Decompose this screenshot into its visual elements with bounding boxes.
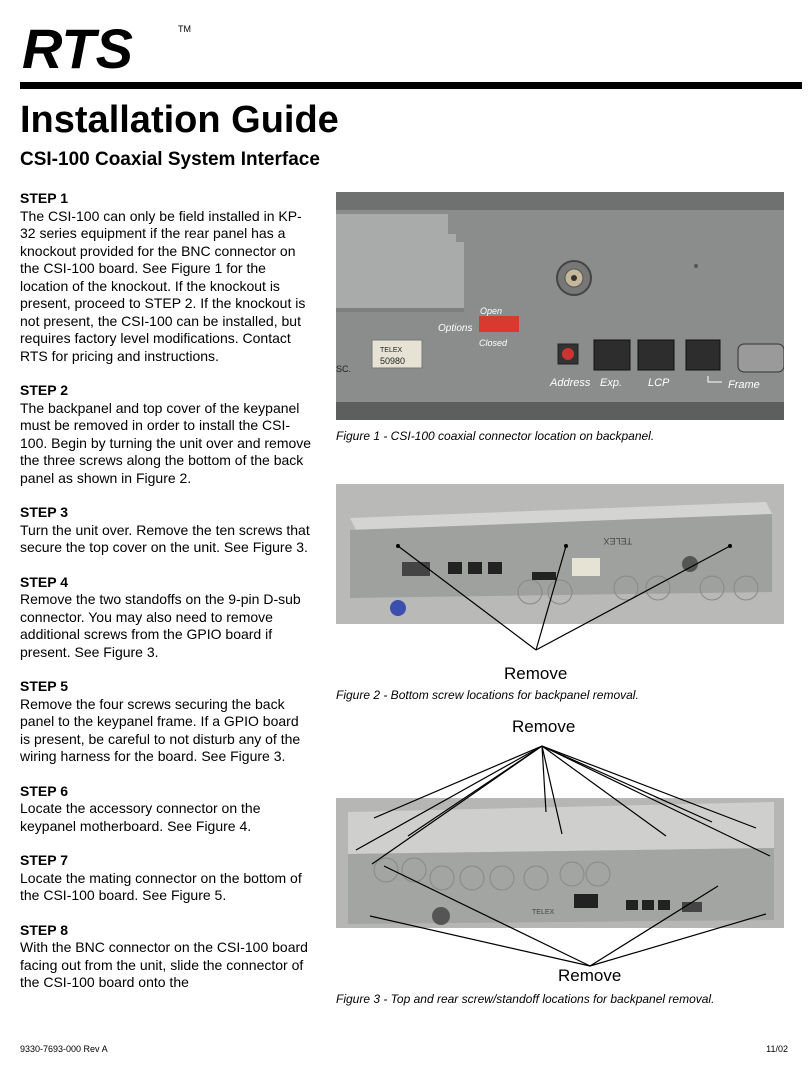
step-8: STEP 8 With the BNC connector on the CSI… [20, 922, 312, 992]
label-exp: Exp. [600, 377, 622, 389]
page-title: Installation Guide [20, 99, 339, 141]
step-heading: STEP 7 [20, 852, 68, 868]
step-3: STEP 3 Turn the unit over. Remove the te… [20, 504, 312, 557]
blue-label-icon [390, 600, 406, 616]
figure-3-remove-top-label: Remove [512, 717, 576, 736]
header-rule [20, 82, 802, 89]
figure-2-caption: Figure 2 - Bottom screw locations for ba… [336, 688, 639, 702]
figure-3-caption: Figure 3 - Top and rear screw/standoff l… [336, 992, 715, 1006]
figure-1-photo: Open Options Closed TELEX 50980 SC. Addr… [336, 192, 784, 420]
step-heading: STEP 3 [20, 504, 68, 520]
label-options: Options [438, 323, 472, 334]
step-text: With the BNC connector on the CSI-100 bo… [20, 939, 308, 990]
figure-3-brand: TELEX [532, 909, 555, 916]
figure-2-photo: TELEX [336, 484, 784, 624]
label-closed: Closed [479, 338, 508, 348]
exp-jack-icon [593, 339, 631, 371]
step-1: STEP 1 The CSI-100 can only be field ins… [20, 190, 312, 365]
step-text: Remove the two standoffs on the 9-pin D-… [20, 591, 301, 660]
step-5: STEP 5 Remove the four screws securing t… [20, 678, 312, 766]
figure-3-photo: TELEX [336, 798, 784, 928]
label-open: Open [480, 306, 502, 316]
step-text: Locate the accessory connector on the ke… [20, 800, 261, 834]
step-2: STEP 2 The backpanel and top cover of th… [20, 382, 312, 487]
step-text: The CSI-100 can only be field installed … [20, 207, 306, 364]
frame-jack-icon [685, 339, 721, 371]
label-serial: 50980 [380, 356, 405, 366]
trademark-mark: TM [178, 24, 191, 34]
steps-column: STEP 1 The CSI-100 can only be field ins… [20, 190, 312, 1009]
step-heading: STEP 6 [20, 782, 68, 799]
step-heading: STEP 2 [20, 382, 68, 398]
step-heading: STEP 5 [20, 678, 68, 694]
step-text: The backpanel and top cover of the keypa… [20, 399, 312, 486]
step-heading: STEP 8 [20, 921, 68, 938]
label-address: Address [549, 377, 591, 389]
lcp-jack-icon [637, 339, 675, 371]
figure-3-callout-lines [355, 745, 771, 967]
dip-switch-icon [479, 316, 519, 332]
figure-3-remove-bottom-label: Remove [558, 966, 622, 985]
figure-2-remove-label: Remove [504, 664, 568, 683]
label-telex: TELEX [380, 347, 403, 354]
step-heading: STEP 1 [20, 190, 68, 206]
step-text: Remove the four screws securing the back… [20, 695, 301, 765]
step-4: STEP 4 Remove the two standoffs on the 9… [20, 574, 312, 662]
step-text: Turn the unit over. Remove the ten screw… [20, 521, 310, 556]
label-frame: Frame [728, 379, 760, 391]
step-heading: STEP 4 [20, 573, 68, 590]
footer-doc-number: 9330-7693-000 Rev A [20, 1044, 108, 1054]
figure-2-callout-lines [396, 544, 732, 651]
step-7: STEP 7 Locate the mating connector on th… [20, 852, 312, 905]
step-text: Locate the mating connector on the botto… [20, 869, 302, 904]
label-sc: SC. [336, 364, 351, 374]
figure-2-brand: TELEX [603, 536, 632, 546]
figure-1-caption: Figure 1 - CSI-100 coaxial connector loc… [336, 429, 655, 443]
telex-serial-label [371, 339, 423, 369]
label-lcp: LCP [648, 377, 670, 389]
bnc-connector-icon [432, 907, 450, 925]
step-6: STEP 6 Locate the accessory connector on… [20, 783, 312, 836]
rts-logo: RTS TM [22, 18, 191, 74]
page-subtitle: CSI-100 Coaxial System Interface [20, 149, 320, 170]
footer-date: 11/02 [766, 1044, 788, 1054]
dsub-connector-icon [737, 343, 784, 373]
logo-text: RTS [22, 18, 133, 74]
